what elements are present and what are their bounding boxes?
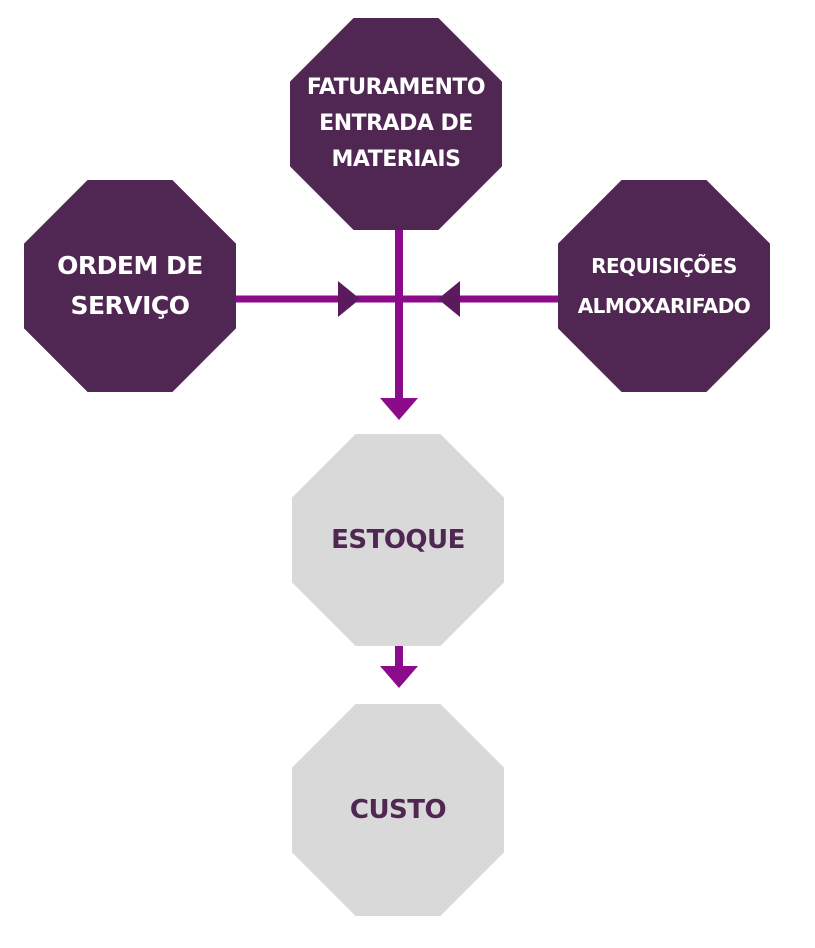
- node-label: CUSTO: [349, 795, 447, 825]
- arrowhead-down-estoque: [380, 398, 418, 420]
- node-requisicoes-almoxarifado: REQUISIÇÕES ALMOXARIFADO: [558, 180, 770, 392]
- arrowhead-down-custo: [380, 666, 418, 688]
- node-label: ESTOQUE: [331, 525, 465, 555]
- node-label: FATURAMENTO ENTRADA DE MATERIAIS: [306, 75, 486, 172]
- node-estoque: ESTOQUE: [292, 434, 504, 646]
- node-label: ORDEM DE SERVIÇO: [57, 251, 203, 320]
- node-faturamento-entrada-materiais: FATURAMENTO ENTRADA DE MATERIAIS: [290, 18, 502, 230]
- arrowhead-left: [438, 281, 460, 317]
- node-ordem-de-servico: ORDEM DE SERVIÇO: [24, 180, 236, 392]
- node-label: REQUISIÇÕES ALMOXARIFADO: [577, 254, 751, 318]
- node-custo: CUSTO: [292, 704, 504, 916]
- arrowhead-right: [338, 281, 360, 317]
